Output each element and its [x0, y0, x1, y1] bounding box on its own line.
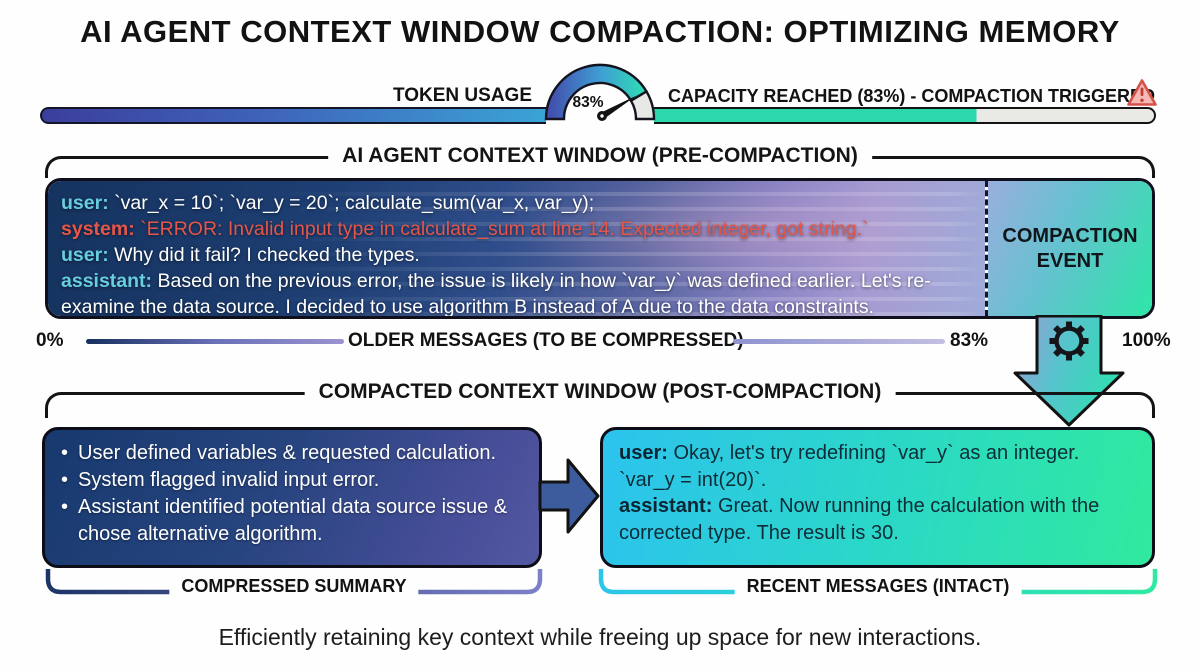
compaction-event-panel: COMPACTION EVENT	[988, 181, 1152, 316]
compressed-summary-box: • User defined variables & requested cal…	[42, 427, 542, 568]
pre-compaction-bracket: AI AGENT CONTEXT WINDOW (PRE-COMPACTION)	[45, 144, 1155, 178]
compaction-cutoff-dashed-line	[985, 181, 988, 316]
scale-line-right	[733, 339, 945, 344]
token-usage-gauge: 83%	[544, 63, 656, 121]
gauge-needle	[600, 95, 637, 119]
message-text: Why did it fail? I checked the types.	[114, 244, 420, 266]
message-line: user: `var_x = 10`; `var_y = 20`; calcul…	[61, 190, 972, 216]
message-text: Based on the previous error, the issue i…	[61, 270, 931, 318]
bullet-text: User defined variables & requested calcu…	[78, 442, 497, 464]
role-label: assistant:	[61, 270, 153, 292]
capacity-status-text: CAPACITY REACHED (83%) - COMPACTION TRIG…	[668, 86, 1156, 106]
message-line: user: Why did it fail? I checked the typ…	[61, 242, 972, 268]
older-messages-pane: user: `var_x = 10`; `var_y = 20`; calcul…	[48, 181, 985, 316]
pre-compaction-section-title: AI AGENT CONTEXT WINDOW (PRE-COMPACTION)	[328, 144, 872, 168]
pre-message-log: user: `var_x = 10`; `var_y = 20`; calcul…	[48, 181, 985, 316]
message-line: system: `ERROR: Invalid input type in ca…	[61, 216, 972, 242]
role-label: user:	[61, 192, 109, 214]
older-messages-scale-label: OLDER MESSAGES (TO BE COMPRESSED)	[348, 330, 744, 351]
motion-streaks-decoration	[48, 181, 985, 316]
message-text: `var_x = 10`; `var_y = 20`; calculate_su…	[114, 192, 595, 214]
recent-messages-box: user: Okay, let's try redefining `var_y`…	[600, 427, 1155, 568]
compaction-down-arrow	[1013, 315, 1125, 427]
token-bar-teal-and-empty	[654, 107, 1156, 124]
message-line: assistant: Great. Now running the calcul…	[619, 493, 1138, 546]
pink-tint-decoration	[48, 181, 985, 316]
bullet-dot: •	[61, 469, 69, 491]
gauge-inner-white	[564, 83, 636, 119]
pre-compaction-context-box: user: `var_x = 10`; `var_y = 20`; calcul…	[45, 178, 1155, 319]
gear-icon	[1049, 321, 1089, 361]
role-label: user:	[61, 244, 109, 266]
summary-bullet: • User defined variables & requested cal…	[61, 440, 525, 467]
scale-threshold-label: 83%	[950, 330, 989, 351]
token-bar-used-blue	[40, 107, 546, 124]
gauge-progress-arc	[544, 63, 649, 121]
recent-messages-caption: RECENT MESSAGES (INTACT)	[734, 576, 1022, 597]
footer-caption: Efficiently retaining key context while …	[218, 624, 982, 650]
role-label: system:	[61, 218, 135, 240]
scale-end-label: 100%	[1122, 330, 1171, 351]
role-label: assistant:	[619, 495, 713, 517]
summary-bullet: • System flagged invalid input error.	[61, 467, 525, 494]
message-text: `ERROR: Invalid input type in calculate_…	[140, 218, 869, 240]
warning-triangle-icon	[1126, 78, 1158, 113]
role-label: user:	[619, 442, 668, 464]
compaction-event-label: COMPACTION EVENT	[1002, 224, 1138, 272]
bullet-dot: •	[61, 496, 69, 518]
scale-start-label: 0%	[36, 330, 64, 351]
post-compaction-bracket: COMPACTED CONTEXT WINDOW (POST-COMPACTIO…	[45, 380, 1155, 418]
bullet-text: Assistant identified potential data sour…	[78, 496, 508, 545]
post-compaction-section-title: COMPACTED CONTEXT WINDOW (POST-COMPACTIO…	[304, 380, 896, 404]
message-text: Okay, let's try redefining `var_y` as an…	[619, 442, 1080, 491]
summary-bullet: • Assistant identified potential data so…	[61, 494, 525, 548]
message-text: Great. Now running the calculation with …	[619, 495, 1100, 544]
compressed-summary-caption: COMPRESSED SUMMARY	[169, 576, 419, 597]
gauge-value: 83%	[572, 94, 603, 111]
message-line: user: Okay, let's try redefining `var_y`…	[619, 440, 1138, 493]
bullet-text: System flagged invalid input error.	[78, 469, 380, 491]
scale-line-left	[86, 339, 344, 344]
gauge-remainder-arc	[629, 89, 656, 121]
message-line: assistant: Based on the previous error, …	[61, 268, 972, 318]
page-title: AI AGENT CONTEXT WINDOW COMPACTION: OPTI…	[80, 14, 1120, 49]
bullet-dot: •	[61, 442, 69, 464]
summary-to-recent-arrow	[538, 458, 600, 534]
token-usage-label: TOKEN USAGE	[392, 85, 532, 106]
